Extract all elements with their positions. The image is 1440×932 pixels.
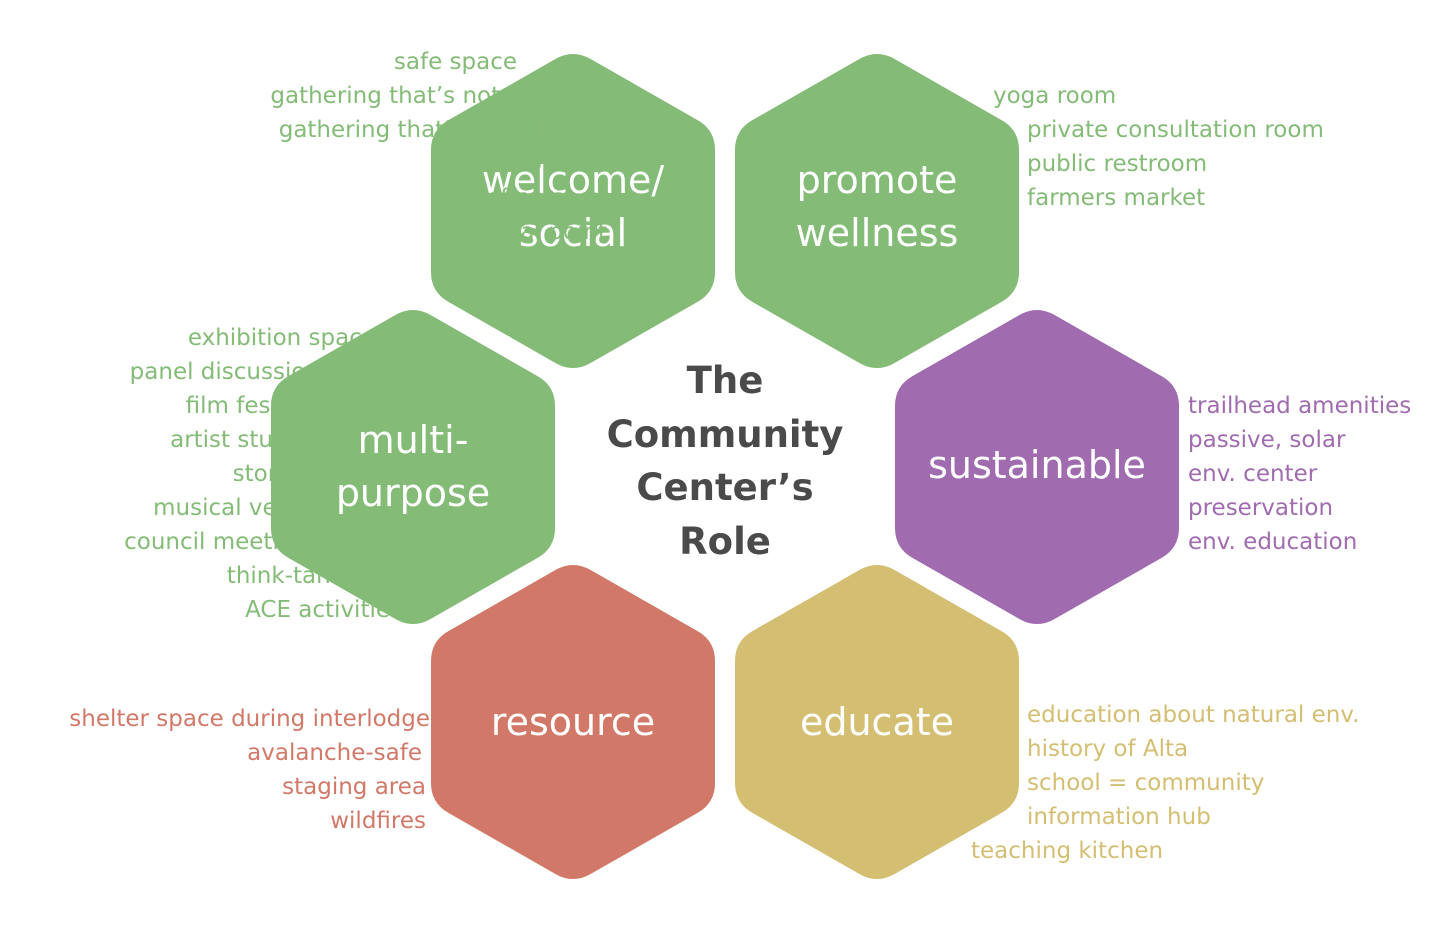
hex-welcome-social <box>431 53 715 369</box>
hex-wellness-title-line2: wellness <box>796 211 959 255</box>
list-item: ACE activities <box>245 597 402 623</box>
list-item: focal point <box>485 219 607 245</box>
list-item: think-tank <box>226 563 344 589</box>
list-item: film festival <box>185 393 320 419</box>
multi-purpose-list: exhibition space panel discussion film f… <box>124 321 402 627</box>
center-title-line2: Community <box>607 413 844 456</box>
list-item: staging area <box>282 774 426 800</box>
list-item: preservation <box>1188 495 1334 521</box>
hex-welcome-title-line1: welcome/ <box>482 158 665 202</box>
hex-multipurpose-title-line2: purpose <box>336 471 490 515</box>
list-item: trailhead amenities <box>1188 393 1412 419</box>
list-item: avalanche-safe <box>247 740 422 766</box>
hex-resource-title: resource <box>491 700 655 744</box>
list-item: safe space <box>393 49 517 75</box>
list-item: teaching kitchen <box>971 838 1164 864</box>
list-item: exhibition space <box>187 325 376 351</box>
hex-sustainable <box>895 309 1179 625</box>
list-item: wildfires <box>330 808 426 834</box>
list-item: public restroom <box>1027 151 1208 177</box>
list-item: env. education <box>1188 529 1358 555</box>
hex-multipurpose-title-line1: multi- <box>358 418 469 462</box>
list-item: gathering that’s not a bar <box>270 83 567 109</box>
list-item: musical venue <box>153 495 320 521</box>
list-item: information hub <box>1027 804 1211 830</box>
hex-educate <box>735 564 1019 880</box>
list-item: space for kids <box>444 151 605 177</box>
list-item: council meetings <box>124 529 320 555</box>
hex-sustainable-title: sustainable <box>928 443 1146 487</box>
center-title-line4: Role <box>679 520 771 563</box>
list-item: farmers market <box>1027 185 1206 211</box>
center-title-line3: Center’s <box>636 466 813 509</box>
list-item: shelter space during interlodge <box>69 706 430 732</box>
hex-resource <box>431 564 715 880</box>
list-item: storage <box>232 461 320 487</box>
sustainable-list: trailhead amenities passive, solar env. … <box>1188 389 1411 559</box>
list-item: env. center <box>1188 461 1318 487</box>
promote-wellness-list: yoga room private consultation room publ… <box>993 79 1324 215</box>
hex-wellness-title-line1: promote <box>797 158 958 202</box>
list-item: history of Alta <box>1027 736 1189 762</box>
list-item: gathering that’s not a lodge <box>278 117 601 143</box>
list-item: yoga room <box>993 83 1117 109</box>
list-item: private consultation room <box>1027 117 1324 143</box>
list-item: panel discussion <box>129 359 320 385</box>
hex-welcome-title-line2: social <box>519 211 627 255</box>
welcome-social-list: safe space gathering that’s not a bar ga… <box>270 45 607 249</box>
list-item: artist studios <box>170 427 320 453</box>
resource-list: shelter space during interlodge avalanch… <box>69 702 430 838</box>
list-item: school = community <box>1027 770 1265 796</box>
list-item: coffee shop <box>473 185 607 211</box>
list-item: passive, solar <box>1188 427 1346 453</box>
list-item: education about natural env. <box>1027 702 1360 728</box>
hex-educate-title: educate <box>800 700 954 744</box>
center-title-line1: The <box>687 359 764 402</box>
hex-promote-wellness <box>735 53 1019 369</box>
educate-list: education about natural env. history of … <box>971 698 1360 868</box>
hex-multi-purpose <box>271 309 555 625</box>
